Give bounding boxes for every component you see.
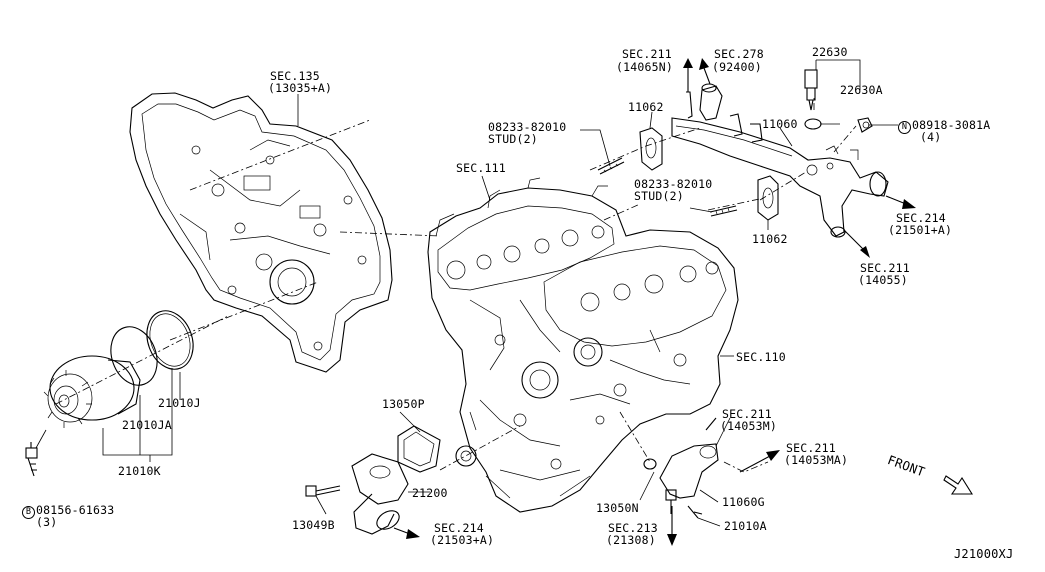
label-sec211-mid: SEC.211	[722, 407, 772, 421]
front-arrow-icon	[943, 475, 973, 495]
label-21010j: 21010J	[158, 396, 201, 410]
label-sec278-ref: (92400)	[712, 60, 762, 74]
label-stud-top-qty: STUD(2)	[488, 132, 538, 146]
label-sec135: SEC.135	[270, 69, 320, 83]
label-11062-mid: 11062	[752, 232, 788, 246]
label-stud-mid-qty: STUD(2)	[634, 189, 684, 203]
label-13050p: 13050P	[382, 397, 425, 411]
label-13049b: 13049B	[292, 518, 335, 532]
temperature-sensor	[804, 69, 822, 130]
label-bolt-left-qty: (3)	[36, 515, 58, 529]
label-11060g: 11060G	[722, 495, 765, 509]
label-sec213-ref: (21308)	[606, 533, 656, 547]
label-sec211-top-ref: (14065N)	[616, 60, 673, 74]
thermostat-gasket	[397, 425, 441, 473]
water-pump	[43, 310, 194, 428]
label-stud-top-num: 08233-82010	[488, 120, 567, 134]
label-21010k: 21010K	[118, 464, 161, 478]
thermostat-housing	[351, 453, 409, 535]
stud-mid	[709, 205, 738, 217]
stud-top	[597, 157, 625, 175]
label-stud-mid-num: 08233-82010	[634, 177, 713, 191]
label-11062-top: 11062	[628, 100, 664, 114]
water-outlet-pipe	[671, 83, 889, 238]
front-timing-cover	[129, 92, 393, 373]
gasket-11062-top	[639, 127, 663, 171]
label-sec211-top: SEC.211	[622, 47, 672, 61]
label-sec211-right-ref: (14055)	[858, 273, 908, 287]
bolt-prefix-n: N	[898, 121, 911, 134]
label-sec211-ma: SEC.211	[786, 441, 836, 455]
label-21010ja: 21010JA	[122, 418, 172, 432]
label-sec214-right-ref: (21501+A)	[888, 223, 953, 237]
label-11060: 11060	[762, 117, 798, 131]
label-21010a: 21010A	[724, 519, 767, 533]
pump-bolt	[25, 429, 47, 477]
label-bolt-right-qty: (4)	[920, 130, 942, 144]
label-sec278: SEC.278	[714, 47, 764, 61]
label-sec214-bottom-ref: (21503+A)	[430, 533, 495, 547]
label-22630: 22630	[812, 45, 848, 59]
label-13050n: 13050N	[596, 501, 639, 515]
label-sec135-ref: (13035+A)	[268, 81, 333, 95]
lower-water-inlet	[643, 443, 719, 519]
label-22630a: 22630A	[840, 83, 883, 97]
thermostat-bolt	[305, 485, 341, 497]
diagram-code: J21000XJ	[954, 547, 1014, 561]
label-21200: 21200	[412, 486, 448, 500]
gasket-11062-mid	[757, 175, 779, 221]
label-sec211-ma-ref: (14053MA)	[784, 453, 849, 467]
label-sec110: SEC.110	[736, 350, 786, 364]
bolt-prefix-b: B	[22, 506, 35, 519]
label-sec213: SEC.213	[608, 521, 658, 535]
label-sec111: SEC.111	[456, 161, 506, 175]
arrows	[393, 58, 916, 546]
label-sec214-right: SEC.214	[896, 211, 946, 225]
label-sec211-right: SEC.211	[860, 261, 910, 275]
label-sec214-bottom: SEC.214	[434, 521, 484, 535]
engine-block	[427, 177, 739, 513]
label-sec211-mid-ref: (14053M)	[720, 419, 777, 433]
